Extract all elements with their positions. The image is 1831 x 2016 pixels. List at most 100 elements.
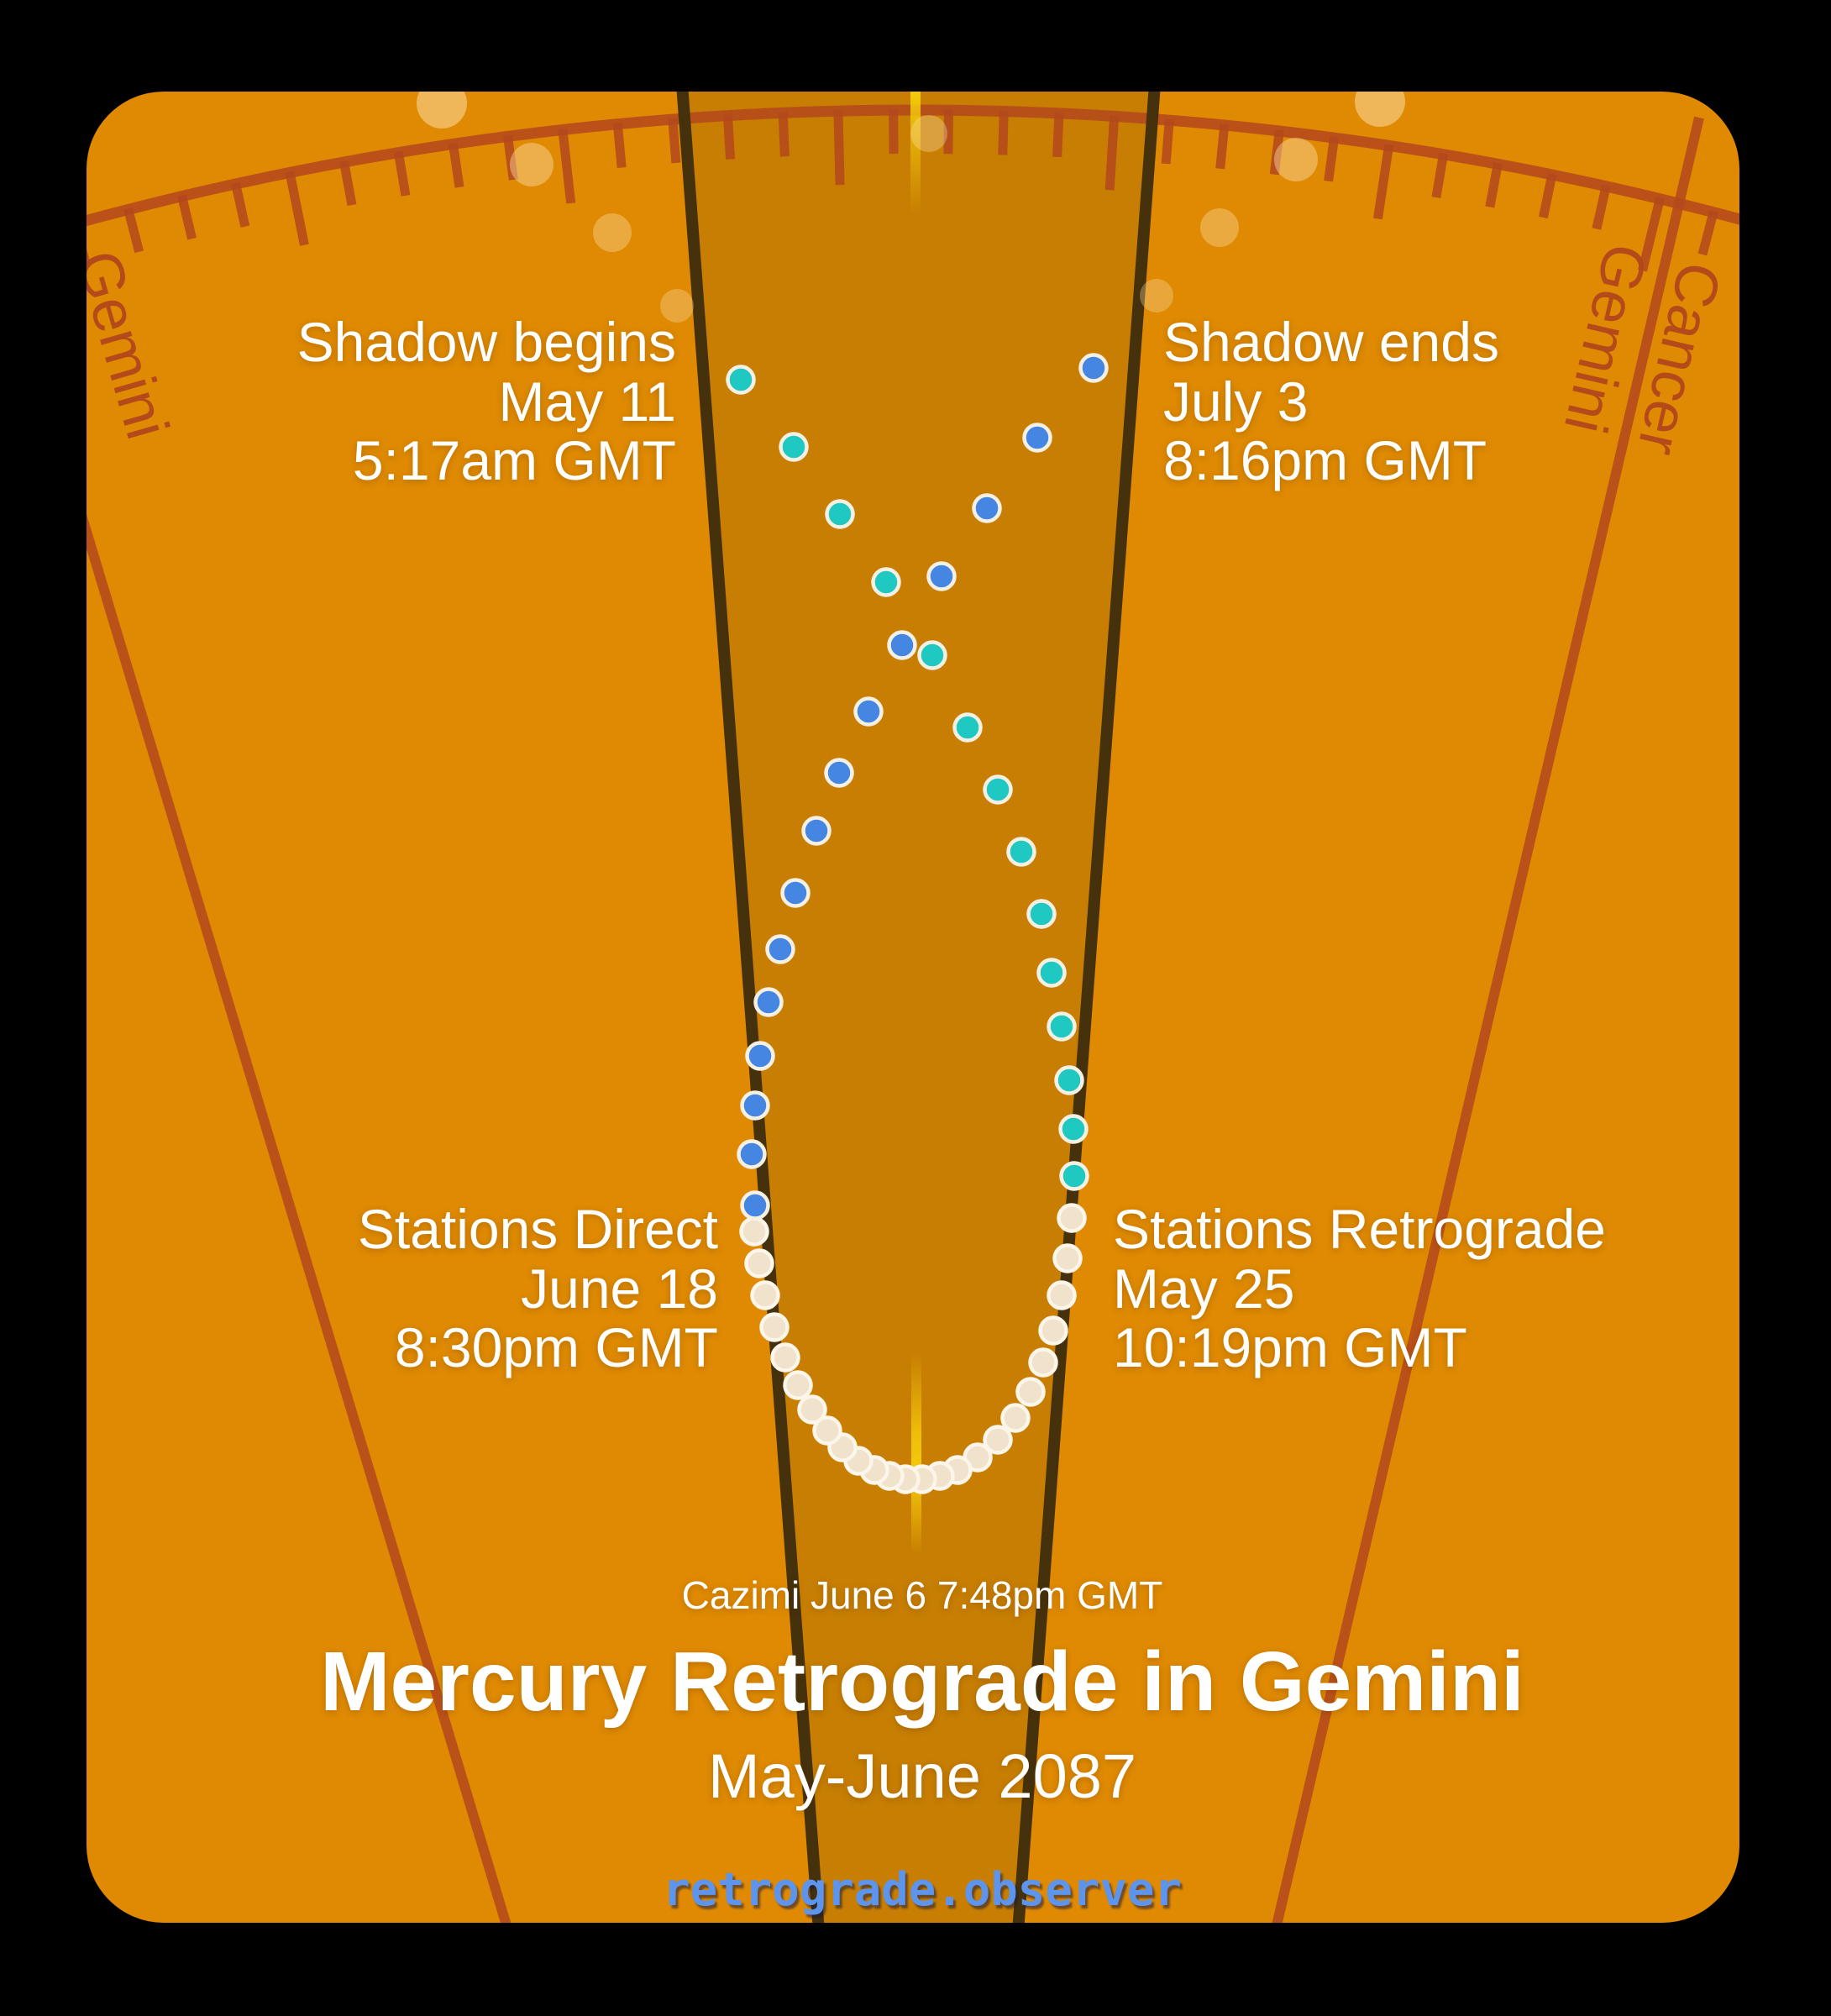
mercury-position-dot <box>871 567 901 597</box>
mercury-position-dot <box>812 1415 842 1446</box>
shadow-begins-date: May 11 <box>498 370 676 433</box>
stations-direct-date: June 18 <box>521 1257 718 1320</box>
star-blob <box>593 213 632 252</box>
sign-cusp-line <box>1272 116 1704 1923</box>
shadow-begins-title: Shadow begins <box>296 311 676 373</box>
stations-direct-title: Stations Direct <box>357 1198 718 1260</box>
mercury-position-dot <box>1026 899 1057 929</box>
page-title: Mercury Retrograde in Gemini <box>320 1635 1524 1729</box>
degree-tick-minor <box>998 110 1009 155</box>
degree-tick-minor <box>1161 118 1174 165</box>
mercury-position-dot <box>1006 837 1036 867</box>
shadow-ends-date: July 3 <box>1163 370 1309 433</box>
retrograde-path-diagram <box>87 92 1739 1923</box>
degree-tick-minor <box>123 207 144 254</box>
mercury-position-dot <box>1022 423 1052 453</box>
star-blob <box>1274 138 1318 181</box>
star-blob <box>660 289 694 323</box>
mercury-position-dot <box>1052 1243 1083 1273</box>
mercury-position-dot <box>783 1370 813 1400</box>
mercury-position-dot <box>801 816 832 846</box>
label-stations-retrograde: Stations Retrograde May 25 10:19pm GMT <box>1113 1200 1667 1378</box>
degree-tick-minor <box>943 109 953 155</box>
star-blob <box>417 92 467 129</box>
mercury-position-dot <box>765 934 795 964</box>
degree-tick-minor <box>1485 162 1503 208</box>
star-blob <box>1140 279 1173 312</box>
mercury-position-dot <box>1038 1315 1068 1346</box>
mercury-position-dot <box>1015 1377 1046 1407</box>
shadow-begins-time: 5:17am GMT <box>352 429 676 492</box>
star-blob <box>910 115 947 152</box>
mercury-position-dot <box>744 1248 774 1278</box>
mercury-position-dot <box>926 561 957 591</box>
shadow-ends-time: 8:16pm GMT <box>1163 429 1487 492</box>
degree-tick-minor <box>448 142 464 188</box>
mercury-position-dot <box>759 1312 790 1342</box>
mercury-position-dot <box>726 365 756 395</box>
degree-tick-minor <box>231 181 250 228</box>
shadow-zone-edge <box>676 92 825 1923</box>
degree-tick-minor <box>612 123 627 169</box>
mercury-position-dot <box>983 774 1013 805</box>
mercury-position-dot <box>797 1394 827 1425</box>
degree-tick-major <box>1104 115 1120 191</box>
degree-tick-minor <box>1052 112 1064 158</box>
degree-tick-minor <box>1215 123 1230 170</box>
mercury-position-dot <box>1078 353 1109 383</box>
degree-tick-minor <box>1539 172 1557 219</box>
mercury-position-dot <box>737 1139 767 1169</box>
direct_after_retrograde-dots <box>737 353 1109 1221</box>
mercury-position-dot <box>753 987 784 1017</box>
mercury-position-dot <box>1058 1114 1089 1144</box>
degree-tick-minor <box>339 160 357 207</box>
mercury-position-dot <box>983 1425 1013 1455</box>
degree-tick-minor <box>1269 129 1284 176</box>
mercury-position-dot <box>853 696 884 727</box>
degree-tick-minor <box>1592 184 1611 230</box>
sign-cusp-line <box>87 514 512 1923</box>
mercury-position-dot <box>1054 1065 1084 1095</box>
page-subtitle: May-June 2087 <box>707 1741 1137 1811</box>
label-cazimi: Cazimi June 6 7:48pm GMT <box>681 1573 1163 1617</box>
label-stations-direct: Stations Direct June 18 8:30pm GMT <box>239 1200 718 1378</box>
zodiac-degree-ticks <box>87 109 1718 272</box>
degree-tick-minor <box>778 112 790 157</box>
degree-tick-minor <box>668 118 681 164</box>
degree-tick-major <box>1373 144 1394 220</box>
mercury-position-dot <box>952 712 983 743</box>
stations-retrograde-title: Stations Retrograde <box>1113 1198 1607 1260</box>
mercury-position-dot <box>1057 1203 1087 1233</box>
mercury-position-dot <box>740 1190 770 1221</box>
shadow-ends-title: Shadow ends <box>1163 311 1499 373</box>
mercury-position-dot <box>1000 1403 1031 1433</box>
retrograde-dots <box>739 1203 1087 1494</box>
site-watermark: retrograde.observer <box>663 1863 1182 1916</box>
mercury-position-dot <box>972 493 1002 523</box>
mercury-position-dot <box>1059 1161 1089 1191</box>
shadow-zone-edge <box>1012 92 1161 1923</box>
mercury-position-dot <box>739 1216 769 1247</box>
degree-tick-major <box>285 171 309 246</box>
star-blob <box>1200 208 1239 247</box>
mercury-position-dot <box>1047 1280 1077 1310</box>
mercury-position-dot <box>887 630 917 660</box>
star-blob <box>1355 92 1405 127</box>
label-shadow-ends: Shadow ends July 3 8:16pm GMT <box>1163 312 1701 491</box>
stations-direct-time: 8:30pm GMT <box>394 1316 718 1379</box>
stations-retrograde-date: May 25 <box>1113 1257 1295 1320</box>
mercury-position-dot <box>917 640 947 670</box>
mercury-position-dot <box>750 1280 780 1310</box>
mercury-position-dot <box>824 758 854 788</box>
mercury-position-dot <box>779 432 809 462</box>
mercury-position-dot <box>1036 958 1067 988</box>
infographic-card: Gemini Gemini Cancer <box>87 92 1739 1923</box>
mercury-position-dot <box>1047 1011 1077 1042</box>
star-blob <box>510 143 553 186</box>
mercury-position-dot <box>780 878 811 908</box>
degree-tick-minor <box>1431 152 1449 198</box>
mercury-position-dot <box>1028 1347 1058 1378</box>
degree-tick-minor <box>502 134 518 181</box>
degree-tick-minor <box>1697 210 1718 256</box>
